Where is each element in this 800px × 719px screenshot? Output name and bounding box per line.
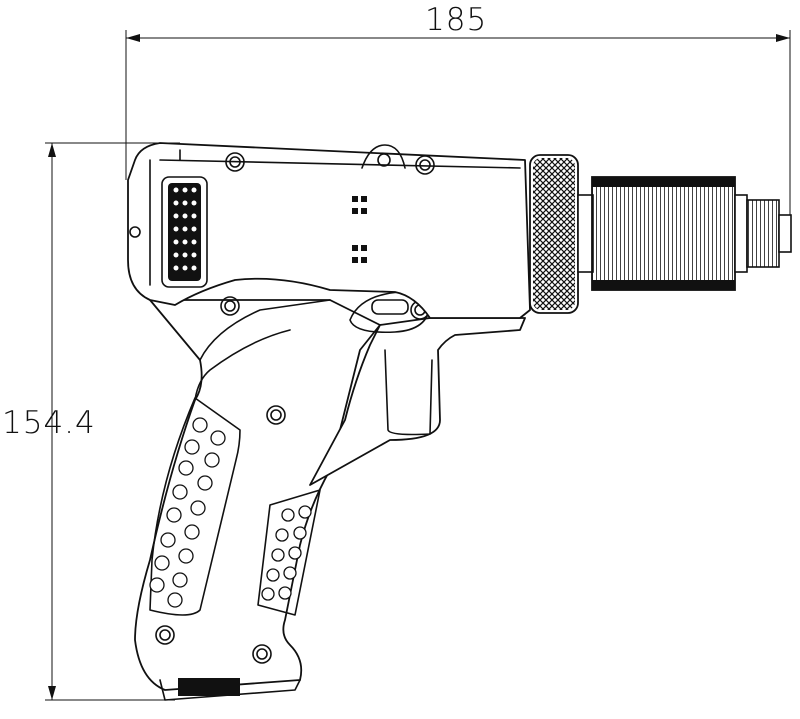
handle <box>134 296 381 701</box>
air-inlet <box>178 678 240 696</box>
width-dimension <box>125 30 791 225</box>
motor-housing <box>127 142 531 319</box>
height-dimension-label: 154.4 <box>2 405 96 441</box>
grip-dots <box>149 417 312 608</box>
width-dimension-label: 185 <box>425 2 488 38</box>
knurled-collar <box>529 154 579 314</box>
nose-sleeve <box>577 176 792 291</box>
